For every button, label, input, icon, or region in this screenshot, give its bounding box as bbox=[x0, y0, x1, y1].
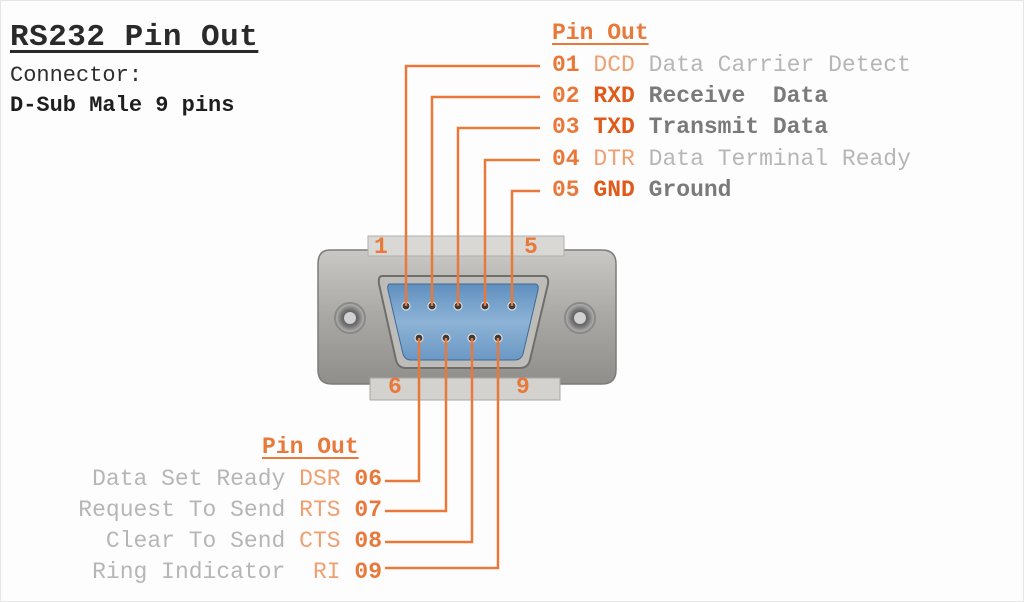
pin-label-first-bottom: 6 bbox=[388, 374, 402, 400]
pin-signal: DSR bbox=[299, 466, 341, 492]
leader-line-pin-7 bbox=[385, 338, 448, 513]
leader-line-pin-3 bbox=[456, 126, 540, 306]
leader-line-pin-5 bbox=[510, 189, 540, 306]
pin-row-09: Ring Indicator RI 09 bbox=[92, 559, 382, 585]
pin-label-first-top: 1 bbox=[374, 234, 388, 260]
pin-signal: TXD bbox=[593, 114, 635, 140]
pin-number: 07 bbox=[354, 497, 382, 523]
pin-description: Clear To Send bbox=[105, 528, 286, 554]
pin-row-02: 02 RXD Receive Data bbox=[552, 83, 828, 109]
pin-description: Ground bbox=[648, 177, 732, 203]
bottom-pinout-header: Pin Out bbox=[262, 434, 359, 460]
leader-line-pin-1 bbox=[404, 64, 540, 306]
pin-number: 02 bbox=[552, 83, 580, 109]
pin-description: Data Carrier Detect bbox=[648, 52, 911, 78]
pin-row-04: 04 DTR Data Terminal Ready bbox=[552, 146, 911, 172]
page-title: RS232 Pin Out bbox=[10, 20, 259, 55]
pin-number: 05 bbox=[552, 177, 580, 203]
pin-number: 06 bbox=[354, 466, 382, 492]
pin-signal: RTS bbox=[299, 497, 341, 523]
pin-signal: DCD bbox=[593, 52, 635, 78]
leader-line-pin-8 bbox=[385, 338, 474, 544]
pin-number: 03 bbox=[552, 114, 580, 140]
pin-description: Transmit Data bbox=[648, 114, 829, 140]
pin-description: Request To Send bbox=[78, 497, 286, 523]
connector-type: D-Sub Male 9 pins bbox=[10, 93, 235, 118]
pin-signal: CTS bbox=[299, 528, 341, 554]
pin-description: Receive Data bbox=[648, 83, 829, 109]
connector-bottom-plate bbox=[369, 377, 561, 401]
pin-row-08: Clear To Send CTS 08 bbox=[106, 528, 382, 554]
pin-description: Ring Indicator bbox=[92, 559, 286, 585]
connector-top-plate bbox=[367, 235, 565, 257]
pin-number: 04 bbox=[552, 146, 580, 172]
pin-number: 01 bbox=[552, 52, 580, 78]
leader-line-pin-2 bbox=[430, 95, 540, 306]
connector-insert bbox=[387, 283, 539, 361]
pin-row-05: 05 GND Ground bbox=[552, 177, 731, 203]
pin-row-07: Request To Send RTS 07 bbox=[78, 497, 382, 523]
leader-line-pin-4 bbox=[483, 158, 540, 306]
pin-signal: GND bbox=[593, 177, 635, 203]
connector-label: Connector: bbox=[10, 63, 143, 88]
pin-row-06: Data Set Ready DSR 06 bbox=[92, 466, 382, 492]
leader-line-pin-9 bbox=[385, 338, 500, 570]
connector-pins bbox=[401, 301, 517, 343]
pin-description: Data Set Ready bbox=[92, 466, 286, 492]
pin-row-03: 03 TXD Transmit Data bbox=[552, 114, 828, 140]
pin-row-01: 01 DCD Data Carrier Detect bbox=[552, 52, 911, 78]
top-pinout-header: Pin Out bbox=[552, 20, 649, 46]
pin-description: Data Terminal Ready bbox=[648, 146, 911, 172]
pin-number: 09 bbox=[354, 559, 382, 585]
pin-signal: DTR bbox=[593, 146, 635, 172]
leader-line-pin-6 bbox=[385, 338, 421, 483]
pin-signal: RI bbox=[312, 559, 341, 585]
pin-number: 08 bbox=[354, 528, 382, 554]
pin-label-last-top: 5 bbox=[524, 234, 538, 260]
pin-signal: RXD bbox=[593, 83, 635, 109]
pin-label-last-bottom: 9 bbox=[516, 374, 530, 400]
